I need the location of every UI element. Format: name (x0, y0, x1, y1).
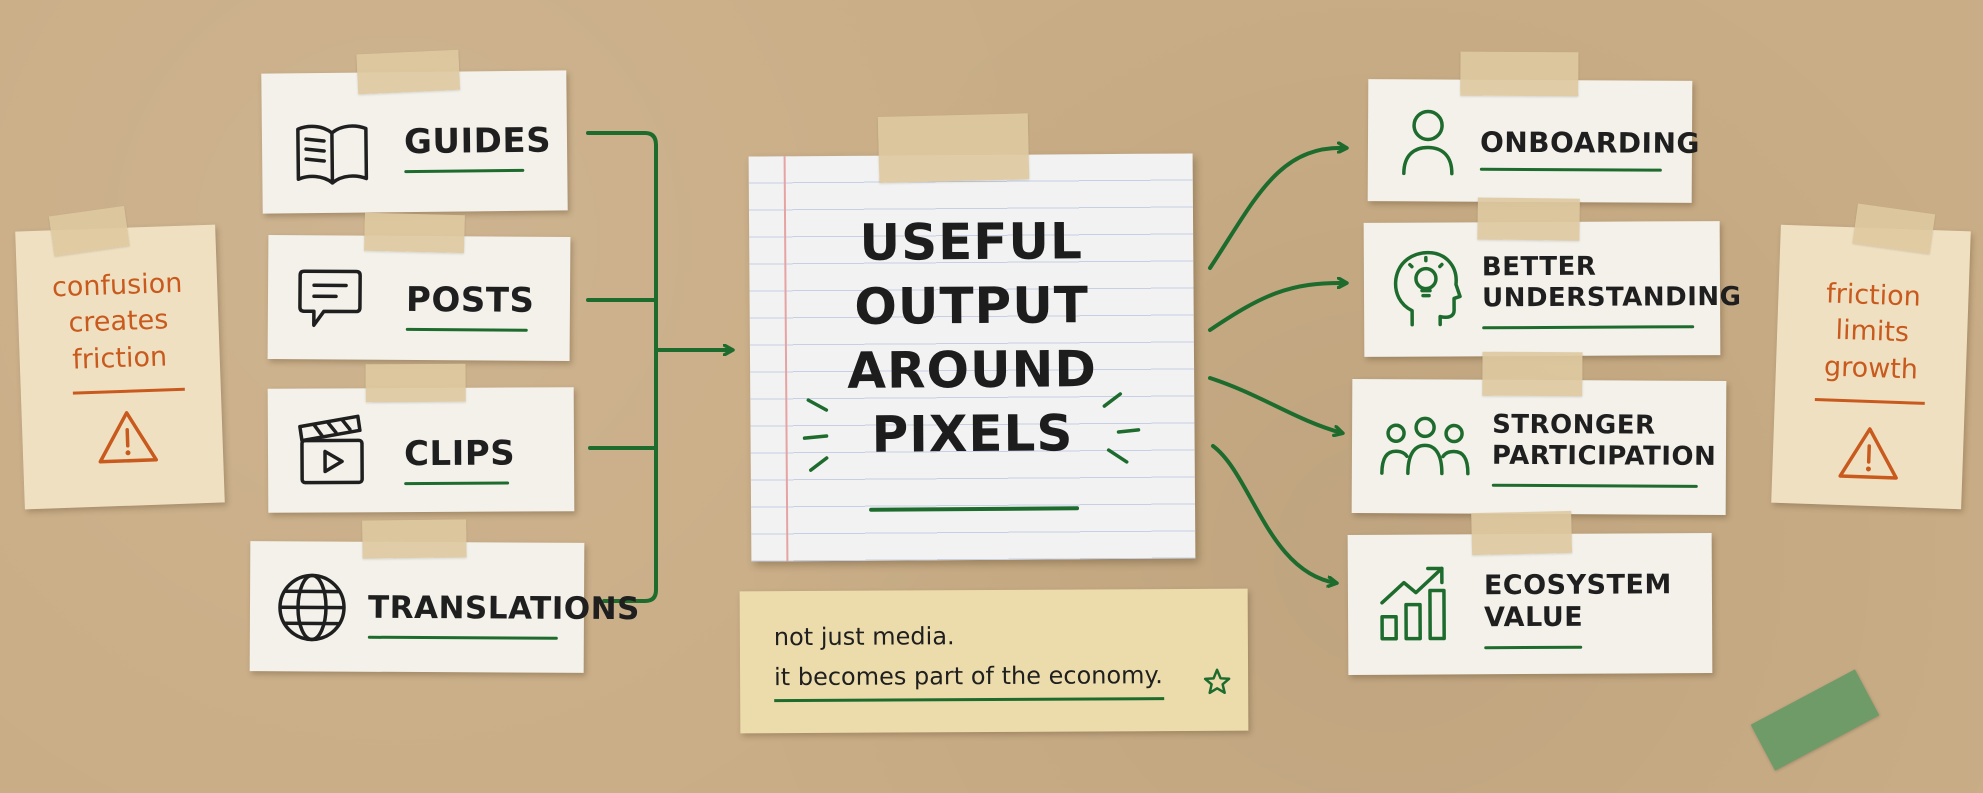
tape (364, 212, 465, 254)
input-card-guides: GUIDES (261, 49, 568, 214)
input-card-clips: CLIPS (267, 363, 575, 513)
tape (1471, 510, 1573, 556)
input-label-clips: CLIPS (403, 433, 516, 475)
note-line: friction (71, 341, 168, 376)
label-line: PARTICIPATION (1491, 440, 1717, 473)
label-line: VALUE (1483, 602, 1584, 634)
output-card-ecosystem: ECOSYSTEM VALUE (1347, 510, 1713, 675)
note-text-left: confusion creates friction (17, 265, 221, 381)
caption-line-2: it becomes part of the economy. (774, 661, 1163, 692)
output-card-onboarding: ONBOARDING (1367, 51, 1700, 203)
title-line: USEFUL (859, 212, 1084, 272)
input-label-guides: GUIDES (403, 120, 552, 163)
arrow-participation (1208, 376, 1342, 433)
input-label-translations: TRANSLATIONS (367, 589, 641, 628)
label-underline (1482, 325, 1695, 330)
arrow-ecosystem (1211, 444, 1336, 583)
tape (1477, 197, 1580, 241)
emphasis-marks-left (802, 398, 829, 472)
bracket-line (586, 131, 658, 603)
warning-icon (98, 411, 159, 464)
globe-icon (278, 573, 346, 642)
caption-line-1: not just media. (773, 622, 955, 652)
output-card-understanding: BETTER UNDERSTANDING (1363, 197, 1742, 357)
open-book-icon (296, 124, 369, 185)
caption-note: not just media. it becomes part of the e… (739, 588, 1249, 734)
arrow-onboarding (1208, 148, 1346, 270)
label-underline (367, 635, 558, 640)
note-underline (1814, 398, 1925, 405)
note-underline (72, 387, 185, 395)
title-line: OUTPUT (854, 276, 1090, 336)
friction-note-right: friction limits growth (1771, 203, 1971, 510)
label-line: UNDERSTANDING (1481, 282, 1742, 314)
growth-chart-icon (1380, 566, 1446, 641)
output-label-understanding: BETTER UNDERSTANDING (1482, 251, 1742, 315)
output-label-onboarding: ONBOARDING (1480, 126, 1700, 161)
label-line: STRONGER (1492, 409, 1656, 441)
label-line: BETTER (1481, 251, 1597, 283)
tape (877, 113, 1030, 183)
emphasis-marks-right (1102, 392, 1141, 464)
input-card-translations: TRANSLATIONS (249, 519, 640, 673)
warning-icon (1838, 427, 1898, 480)
speech-bubble-icon (298, 269, 362, 328)
label-underline (404, 481, 510, 486)
group-icon (1380, 416, 1470, 476)
label-underline (404, 168, 525, 174)
label-underline (1491, 483, 1698, 488)
central-output-card: USEFUL OUTPUT AROUND PIXELS (748, 113, 1196, 562)
output-label-ecosystem: ECOSYSTEM VALUE (1484, 569, 1672, 635)
label-line: ECOSYSTEM (1483, 569, 1672, 602)
label-underline (405, 327, 528, 332)
note-text-right: friction limits growth (1775, 275, 1969, 391)
arrow-understanding (1208, 283, 1346, 332)
tape (356, 49, 461, 95)
output-card-participation: STRONGER PARTICIPATION (1351, 351, 1727, 515)
label-underline (1484, 645, 1583, 650)
input-label-posts: POSTS (405, 279, 535, 321)
output-label-participation: STRONGER PARTICIPATION (1492, 410, 1717, 474)
clapperboard-icon (298, 414, 364, 485)
tape (1482, 351, 1583, 397)
label-underline (1479, 167, 1662, 172)
head-lightbulb-icon (1393, 250, 1462, 327)
tape (1460, 51, 1579, 97)
note-line: growth (1823, 351, 1919, 386)
star-icon (1203, 668, 1231, 695)
caption-underline (774, 697, 1165, 703)
input-card-posts: POSTS (267, 212, 571, 362)
title-underline (869, 506, 1080, 512)
tape (362, 519, 467, 559)
friction-note-left: confusion creates friction (15, 205, 225, 510)
person-icon (1402, 109, 1454, 176)
tape (365, 363, 466, 403)
label-line: ONBOARDING (1479, 125, 1701, 160)
